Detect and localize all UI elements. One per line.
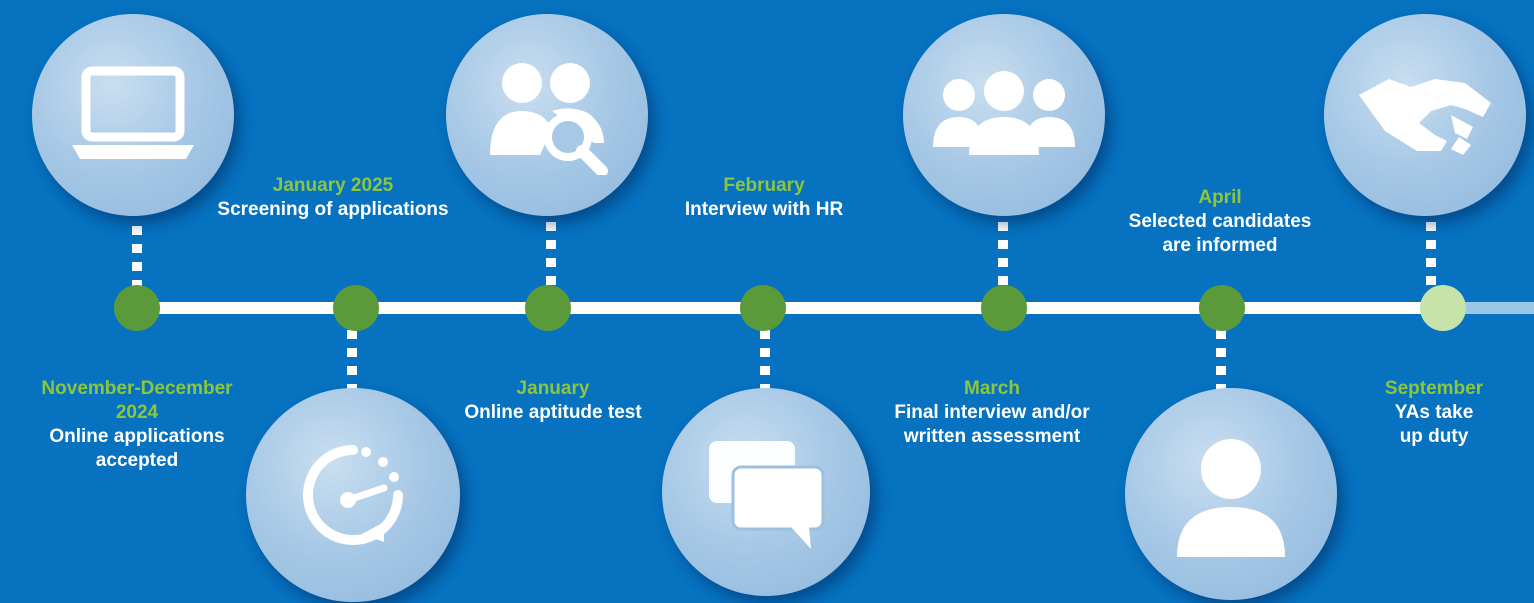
milestone-6-date: April [1198,187,1242,208]
milestone-3-circle [446,14,648,216]
milestone-5-circle [903,14,1105,216]
milestone-1-desc: Online applications accepted [49,426,225,471]
milestone-5-date: March [964,378,1020,399]
milestone-3-label: January Online aptitude test [464,377,641,425]
laptop-icon [72,66,194,159]
milestone-2-desc: Screening of applications [217,199,449,220]
milestone-1-circle [32,14,234,216]
timeline-node-6 [1199,285,1245,331]
milestone-1-label: November-December 2024 Online applicatio… [41,377,232,473]
handshake-icon [1359,79,1491,155]
people-search-icon [490,63,608,175]
timeline-node-3 [525,285,571,331]
group-icon [933,71,1075,155]
milestone-4-date: February [723,175,805,196]
connector-4 [760,330,770,392]
connector-3 [546,222,556,286]
milestone-5-desc: Final interview and/or written assessmen… [894,402,1090,447]
milestone-3-date: January [516,378,590,399]
milestone-3-desc: Online aptitude test [464,402,642,423]
milestone-7-circle [1324,14,1526,216]
milestone-5-label: March Final interview and/or written ass… [894,377,1089,449]
person-icon [1177,439,1285,557]
milestone-4-circle [662,388,870,596]
milestone-4-desc: Interview with HR [684,199,844,220]
timer-icon [303,445,403,545]
connector-5 [998,222,1008,286]
connector-2 [347,330,357,392]
milestone-7-date: September [1384,378,1484,399]
milestone-6-circle [1125,388,1337,600]
timeline-node-1 [114,285,160,331]
milestone-6-label: April Selected candidates are informed [1129,186,1312,258]
milestone-7-desc: YAs take up duty [1394,402,1474,447]
milestone-2-circle [246,388,460,602]
milestone-1-date: November-December 2024 [41,378,233,423]
timeline-node-2 [333,285,379,331]
chat-icon [709,441,825,549]
timeline-node-5 [981,285,1027,331]
connector-1 [132,226,142,286]
timeline-node-4 [740,285,786,331]
timeline-node-7 [1420,285,1466,331]
milestone-2-label: January 2025 Screening of applications [217,174,448,222]
milestone-6-desc: Selected candidates are informed [1128,211,1312,256]
connector-6 [1216,330,1226,392]
milestone-2-date: January 2025 [272,175,394,196]
milestone-4-label: February Interview with HR [685,174,843,222]
connector-7 [1426,222,1436,286]
milestone-7-label: September YAs take up duty [1384,377,1484,449]
